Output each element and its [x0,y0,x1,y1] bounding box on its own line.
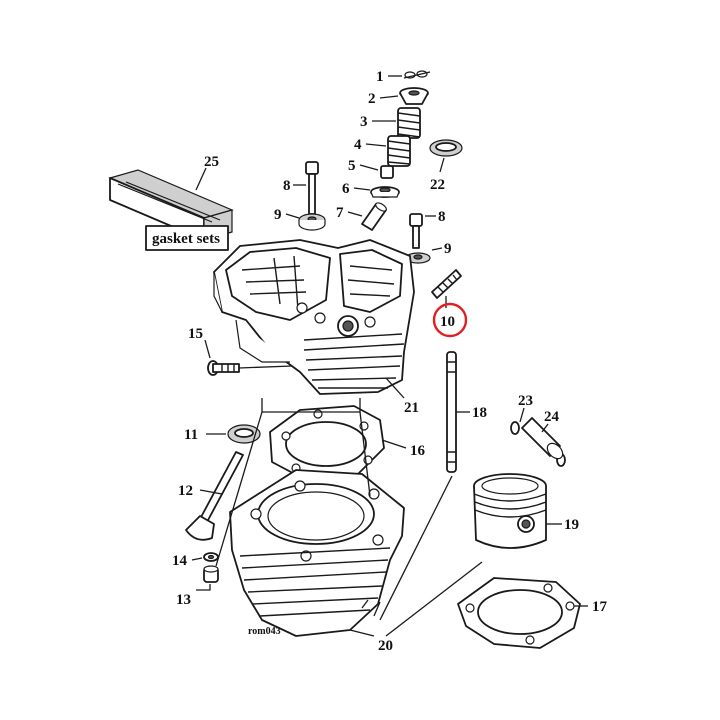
leader-5 [359,164,379,171]
callout-19[interactable]: 19 [564,517,579,533]
cylinder-head[interactable] [213,239,415,395]
valve-spring-retainer[interactable] [399,87,429,105]
inner-valve-spring[interactable] [387,135,411,167]
callout-10[interactable]: 10 [440,314,455,330]
callout-3[interactable]: 3 [360,114,368,130]
side-bolt[interactable] [207,360,293,376]
leader-6 [353,187,371,191]
head-bolt-left[interactable] [305,161,319,215]
head-bolt-washer-left[interactable] [298,213,326,231]
leader-22 [439,157,445,173]
callout-18[interactable]: 18 [472,405,487,421]
bracket-line-left [215,411,263,567]
head-bolt-washer-right[interactable] [405,252,431,264]
leader-25 [195,167,207,191]
cylinder-stud[interactable] [431,269,462,299]
leader-12 [199,489,223,495]
leader-7 [347,211,363,217]
callout-11[interactable]: 11 [184,427,198,443]
outer-valve-spring[interactable] [397,107,421,139]
valve-keeper-small[interactable] [203,552,219,562]
bushing[interactable] [203,565,219,583]
leader-15 [204,339,211,359]
valve-guide[interactable] [361,201,388,231]
callout-12[interactable]: 12 [178,483,193,499]
callout-25[interactable]: 25 [204,154,219,170]
head-bolt-right[interactable] [409,213,423,249]
bracket-top [261,398,361,413]
valve[interactable] [185,451,244,541]
callout-21[interactable]: 21 [404,400,419,416]
callout-15[interactable]: 15 [188,326,203,342]
callout-14[interactable]: 14 [172,553,188,569]
callout-9b[interactable]: 9 [444,241,452,257]
leader-16 [381,439,407,449]
highlight-circle-10 [432,302,468,338]
callout-4[interactable]: 4 [354,137,362,153]
leader-20-right [385,561,483,637]
leader-9a [285,213,300,219]
callout-2[interactable]: 2 [368,91,376,107]
callout-8a[interactable]: 8 [283,178,291,194]
leader-23 [519,407,525,423]
callout-13[interactable]: 13 [176,592,191,608]
leader-9b [431,247,443,251]
callout-6[interactable]: 6 [342,181,350,197]
callout-5[interactable]: 5 [348,158,356,174]
callout-17[interactable]: 17 [592,599,608,615]
callout-7[interactable]: 7 [336,205,344,221]
leader-24 [541,423,549,433]
callout-24[interactable]: 24 [544,409,560,425]
rocker-gasket-ring[interactable] [429,139,463,157]
callout-20[interactable]: 20 [378,638,393,654]
valve-seal[interactable] [380,165,394,179]
leader-20-left [349,629,375,637]
bracket-line-right [359,411,371,497]
wrist-pin[interactable] [521,417,566,462]
callout-9a[interactable]: 9 [274,207,282,223]
callout-23[interactable]: 23 [518,393,533,409]
callout-22[interactable]: 22 [430,177,445,193]
piston[interactable] [473,473,547,549]
leader-20-rod [379,475,453,621]
gasket-sets-label: gasket sets [152,231,220,247]
leader-4 [365,143,387,147]
leader-20-mid [361,599,381,617]
head-gasket[interactable] [269,405,385,481]
spring-seat[interactable] [370,186,400,198]
valve-keepers[interactable] [403,70,431,79]
pushrod[interactable] [446,351,457,473]
leader-14 [191,557,203,561]
drawing-code: rom043 [248,626,281,637]
base-gasket[interactable] [457,577,581,649]
callout-16[interactable]: 16 [410,443,426,459]
o-ring[interactable] [227,424,261,444]
leader-13 [196,584,211,591]
callout-1[interactable]: 1 [376,69,384,85]
leader-21 [385,377,405,399]
gasket-sets-box[interactable]: gasket sets [108,169,234,251]
leader-2 [379,95,399,99]
callout-8b[interactable]: 8 [438,209,446,225]
cylinder[interactable] [229,469,405,637]
